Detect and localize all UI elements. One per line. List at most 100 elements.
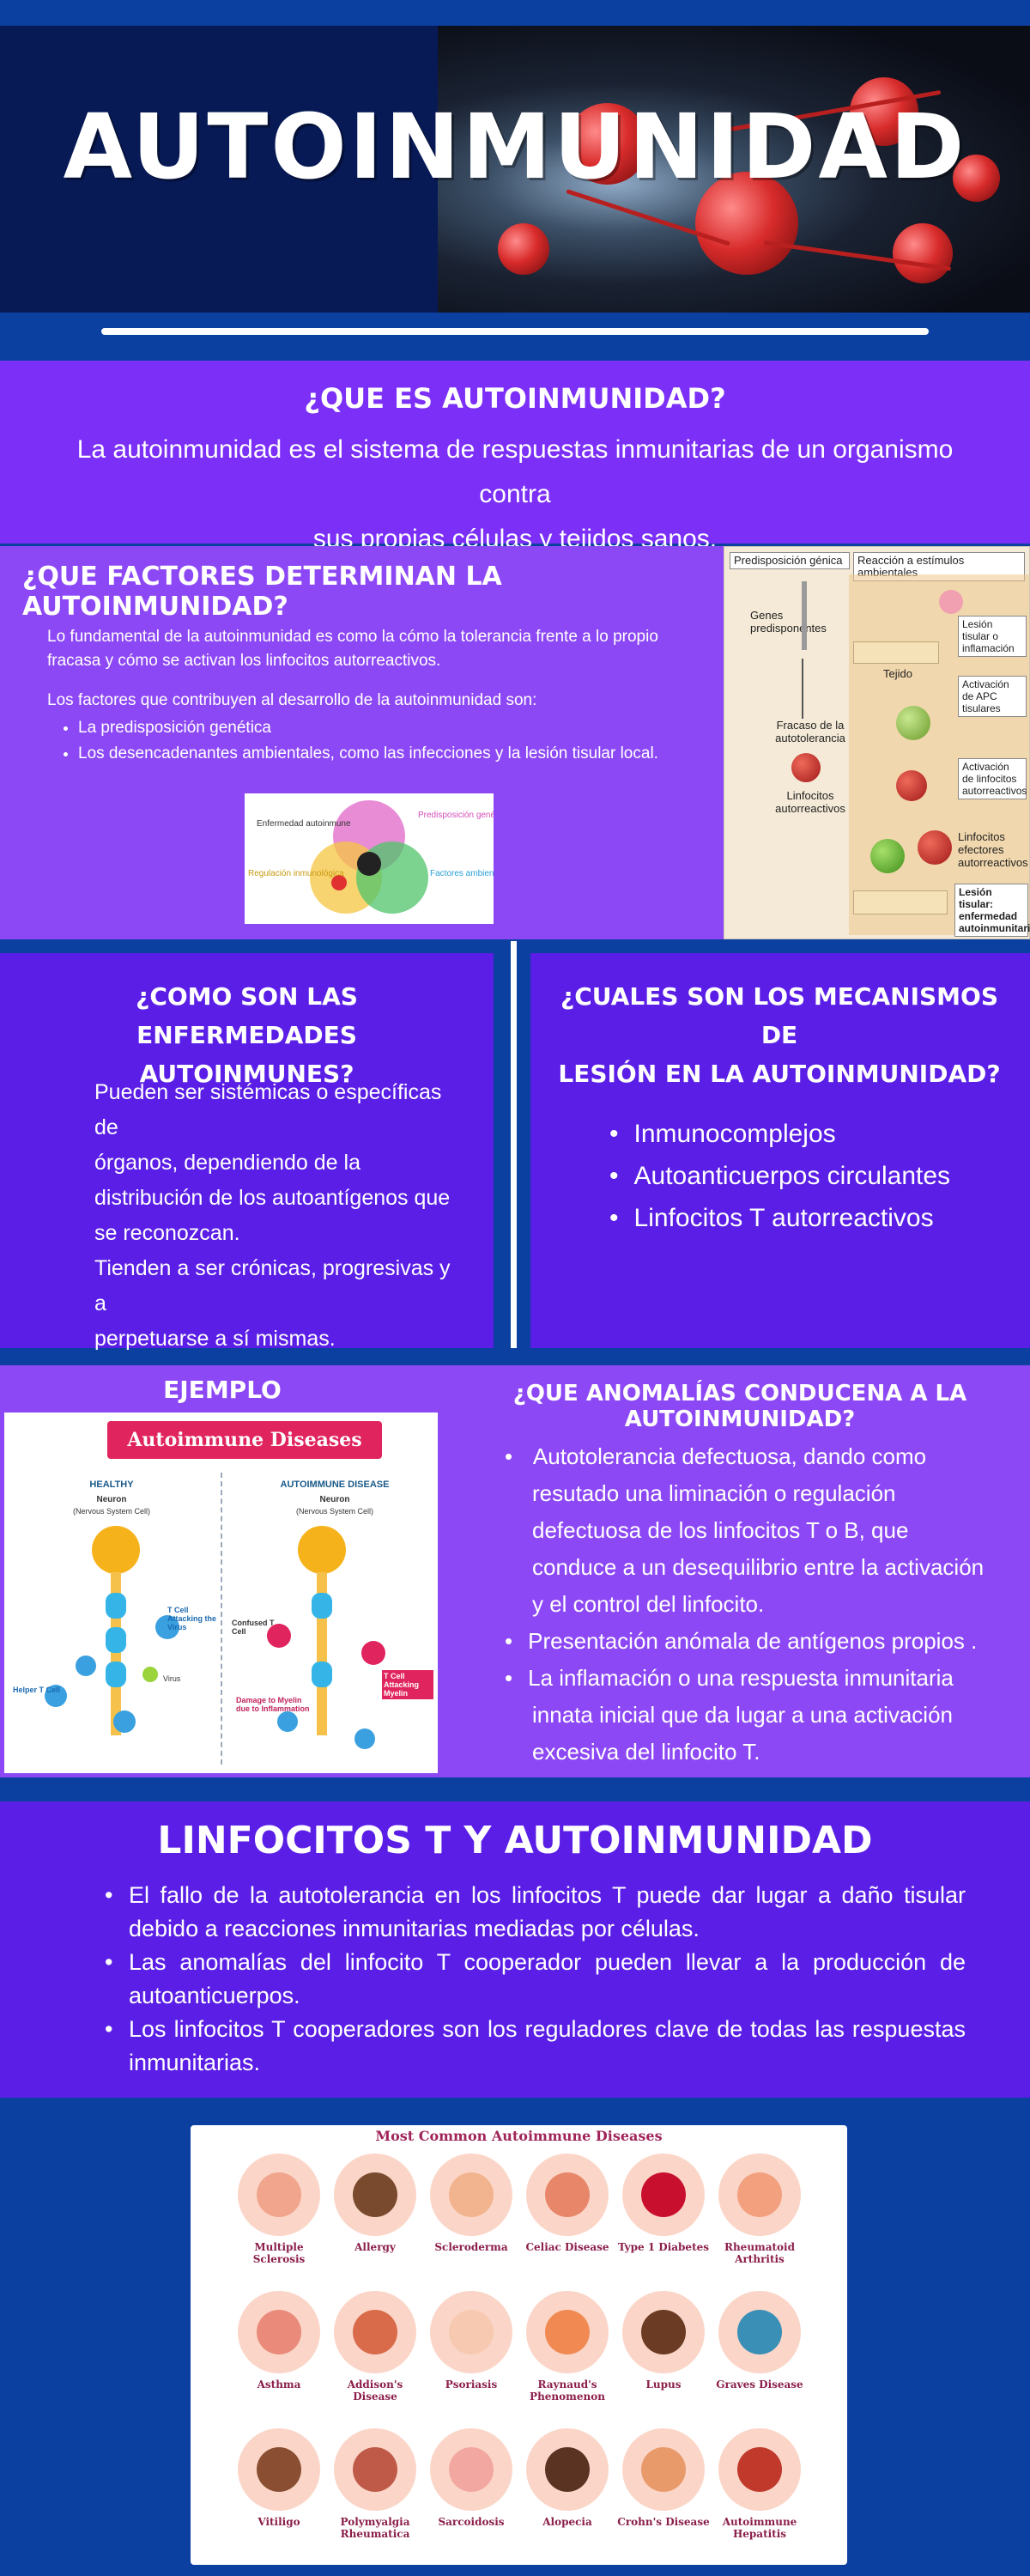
disease-icon-mark	[737, 2310, 782, 2354]
disease-icon-mark	[449, 2447, 494, 2492]
diseases-title: Most Common Autoimmune Diseases	[375, 2128, 663, 2144]
title-line: AUTOINMUNES?	[139, 1060, 354, 1088]
text-line: Tienden a ser crónicas, progresivas y a	[94, 1256, 451, 1315]
disease-icon-mark	[353, 2447, 397, 2492]
disease-item: Raynaud's Phenomenon	[520, 2291, 615, 2403]
text-line: órganos, dependiendo de la	[94, 1151, 360, 1175]
list-item: Las anomalías del linfocito T cooperador…	[105, 1946, 966, 2013]
header-banner	[0, 26, 1030, 313]
list-item: La inflamación o una respuesta inmunitar…	[528, 1660, 996, 1771]
factores-text: Lo fundamental de la autoinmunidad es co…	[47, 625, 700, 768]
illustration-label: Neuron	[96, 1495, 127, 1504]
disease-icon-mark	[545, 2172, 590, 2217]
text-line: perpetuarse a sí mismas.	[94, 1327, 336, 1351]
diagram-label: Lesión tisular o inflamación	[958, 616, 1027, 657]
que-es-text: La autoinmunidad es el sistema de respue…	[60, 428, 970, 562]
disease-icon-mark	[449, 2172, 494, 2217]
disease-item: Graves Disease	[712, 2291, 807, 2391]
anomalias-list: Autotolerancia defectuosa, dando como re…	[528, 1438, 996, 1771]
diagram-header: Predisposición génica	[730, 552, 850, 569]
illustration-label: (Nervous System Cell)	[295, 1507, 374, 1516]
list-item: Los linfocitos T cooperadores son los re…	[105, 2013, 966, 2080]
que-es-line: La autoinmunidad es el sistema de respue…	[76, 435, 954, 508]
disease-item: Allergy	[328, 2154, 422, 2253]
disease-icon-mark	[641, 2172, 686, 2217]
disease-item: Type 1 Diabetes	[616, 2154, 711, 2253]
disease-label: Crohn's Disease	[617, 2516, 710, 2528]
list-item: Autoanticuerpos circulantes	[616, 1155, 994, 1197]
page-title: AUTOINMUNIDAD	[63, 94, 967, 199]
linfocitos-list: El fallo de la autotolerancia en los lin…	[105, 1879, 966, 2080]
disease-item: Celiac Disease	[520, 2154, 615, 2253]
disease-icon-mark	[257, 2172, 301, 2217]
disease-item: Scleroderma	[424, 2154, 518, 2253]
disease-icon	[526, 2291, 609, 2373]
illustration-label: (Nervous System Cell)	[72, 1507, 151, 1516]
text-line: distribución de los autoantígenos que	[94, 1186, 451, 1210]
diagram-label: Linfocitos efectores autorreactivos	[958, 830, 1028, 869]
como-son-text: Pueden ser sistémicas o específicas de ó…	[94, 1075, 455, 1357]
disease-icon	[430, 2428, 512, 2511]
title-line: LESIÓN EN LA AUTOINMUNIDAD?	[558, 1060, 1001, 1088]
autoimmunity-mechanism-diagram: Predisposición génica Reacción a estímul…	[724, 546, 1030, 939]
disease-icon	[334, 2291, 416, 2373]
disease-label: Polymyalgia Rheumatica	[340, 2516, 410, 2540]
disease-label: Lupus	[645, 2379, 682, 2391]
disease-label: Graves Disease	[716, 2379, 803, 2391]
disease-label: Vitiligo	[258, 2516, 300, 2528]
factores-paragraph: Lo fundamental de la autoinmunidad es co…	[47, 628, 658, 670]
illustration-label: HEALTHY	[89, 1479, 134, 1490]
list-item: Presentación anómala de antígenos propio…	[528, 1623, 996, 1660]
illustration-divider	[221, 1473, 222, 1765]
text-line: Pueden ser sistémicas o específicas de	[94, 1080, 442, 1139]
disease-icon-mark	[257, 2447, 301, 2492]
disease-label: Raynaud's Phenomenon	[530, 2379, 605, 2403]
disease-label: Scleroderma	[434, 2241, 508, 2253]
disease-item: Autoimmune Hepatitis	[712, 2428, 807, 2540]
disease-item: Rheumatoid Arthritis	[712, 2154, 807, 2265]
disease-icon-mark	[449, 2310, 494, 2354]
mecanismos-list: Inmunocomplejos Autoanticuerpos circulan…	[616, 1113, 994, 1239]
disease-icon-mark	[353, 2172, 397, 2217]
title-divider	[101, 328, 929, 335]
illustration-label: Damage to Myelin due to Inflammation	[236, 1696, 310, 1713]
list-item: Linfocitos T autorreactivos	[616, 1197, 994, 1239]
disease-icon	[622, 2428, 705, 2511]
disease-label: Alopecia	[542, 2516, 592, 2528]
disease-label: Psoriasis	[445, 2379, 498, 2391]
disease-label: Rheumatoid Arthritis	[724, 2241, 796, 2265]
disease-label: Celiac Disease	[525, 2241, 609, 2253]
que-es-section	[0, 361, 1030, 544]
title-line: ¿CUALES SON LOS MECANISMOS DE	[560, 982, 998, 1049]
disease-icon-mark	[641, 2310, 686, 2354]
illustration-label: Helper T Cell	[13, 1686, 61, 1694]
disease-icon	[238, 2291, 320, 2373]
illustration-label: Neuron	[319, 1495, 350, 1504]
diagram-label: Tejido	[883, 667, 912, 680]
illustration-label: T Cell Attacking the Virus	[167, 1606, 217, 1631]
diagram-label: Activación de linfocitos autorreactivos	[958, 758, 1027, 799]
disease-label: Type 1 Diabetes	[617, 2241, 709, 2253]
disease-item: Crohn's Disease	[616, 2428, 711, 2528]
disease-icon	[238, 2154, 320, 2236]
diagram-label: Linfocitos autorreactivos	[775, 789, 845, 815]
venn-diagram: Enfermedad autoinmune Predisposición gen…	[245, 793, 512, 924]
disease-item: Vitiligo	[232, 2428, 326, 2528]
disease-item: Polymyalgia Rheumatica	[328, 2428, 422, 2540]
disease-label: Autoimmune Hepatitis	[722, 2516, 797, 2540]
disease-icon	[238, 2428, 320, 2511]
disease-icon	[622, 2291, 705, 2373]
disease-item: Asthma	[232, 2291, 326, 2391]
disease-label: Multiple Sclerosis	[252, 2241, 306, 2265]
diagram-label: Activación de APC tisulares	[958, 676, 1027, 717]
neuron-drawing	[45, 1526, 385, 1749]
disease-label: Allergy	[354, 2241, 396, 2253]
list-item: El fallo de la autotolerancia en los lin…	[105, 1879, 966, 1946]
illustration-label: AUTOIMMUNE DISEASE	[280, 1479, 390, 1490]
disease-icon	[430, 2291, 512, 2373]
disease-icon	[718, 2154, 801, 2236]
illustration-label: Virus	[163, 1674, 181, 1683]
disease-item: Alopecia	[520, 2428, 615, 2528]
disease-icon	[334, 2428, 416, 2511]
factores-title: ¿QUE FACTORES DETERMINAN LA AUTOINMUNIDA…	[22, 562, 502, 622]
